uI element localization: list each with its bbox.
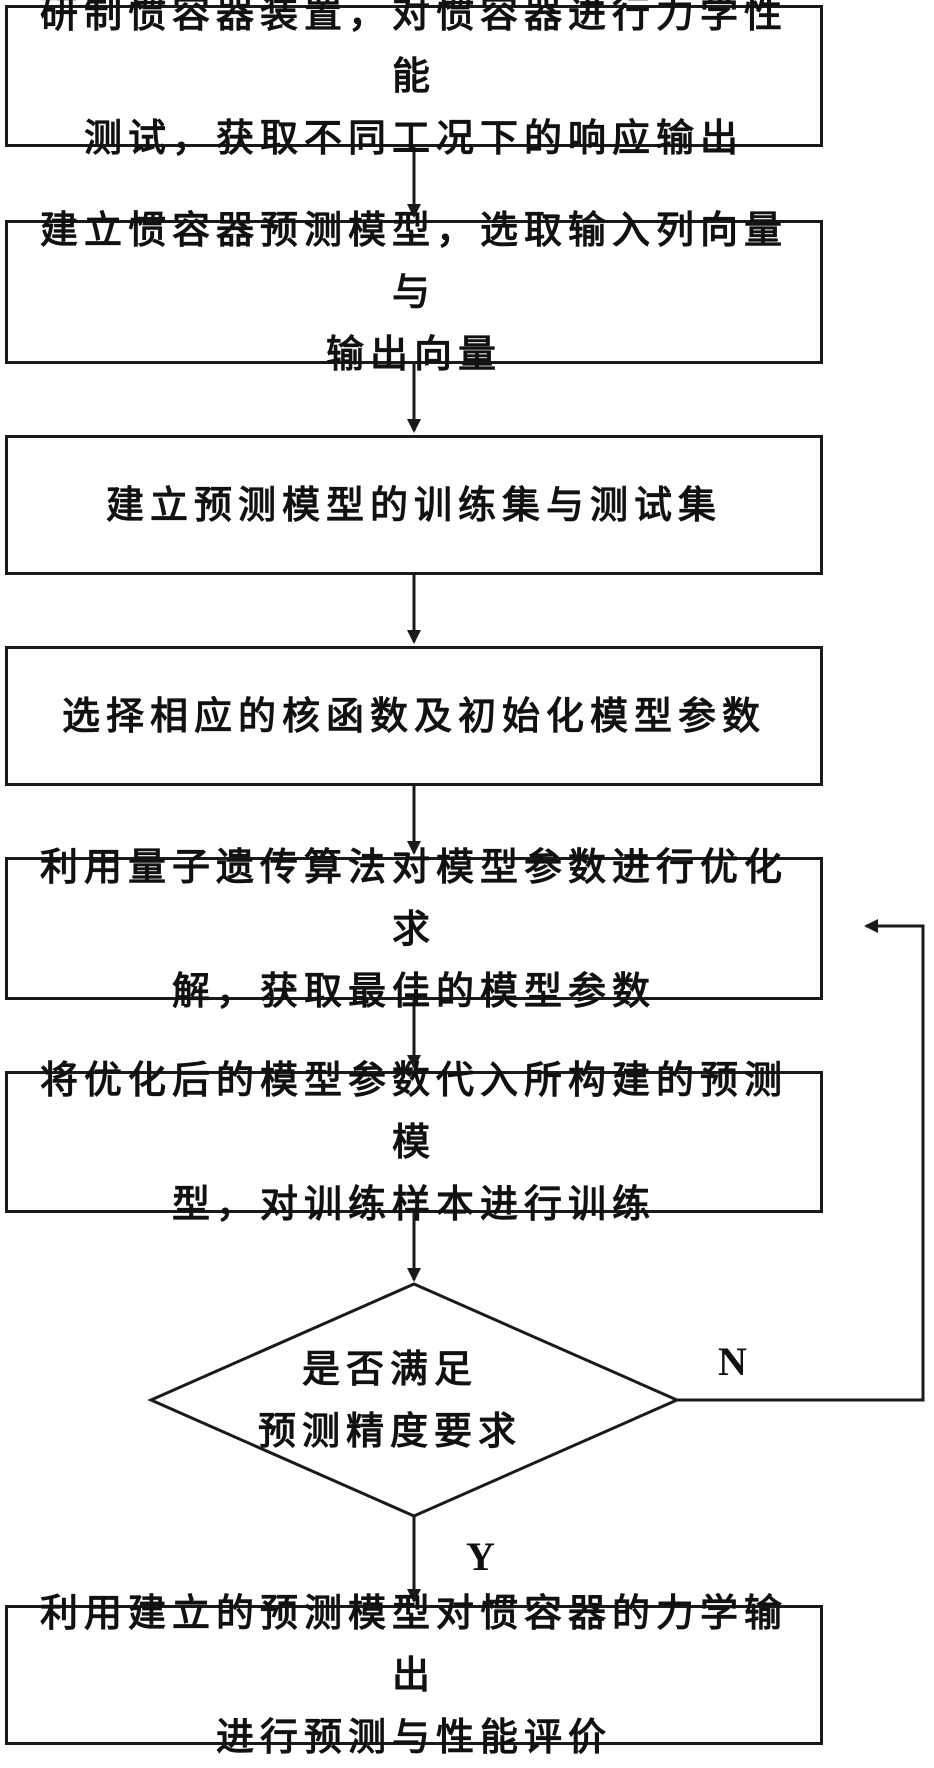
step-4-line-1: 选择相应的核函数及初始化模型参数: [62, 685, 766, 747]
step-2-line-1: 建立惯容器预测模型，选取输入列向量与: [22, 199, 806, 323]
decision-text: 是否满足 预测精度要求: [190, 1330, 590, 1470]
step-2-box: 建立惯容器预测模型，选取输入列向量与 输出向量: [5, 220, 823, 364]
final-step-line-1: 利用建立的预测模型对惯容器的力学输出: [22, 1582, 806, 1706]
final-step-line-2: 进行预测与性能评价: [22, 1706, 806, 1768]
final-step-box: 利用建立的预测模型对惯容器的力学输出 进行预测与性能评价: [5, 1605, 823, 1745]
step-1-box: 研制惯容器装置，对惯容器进行力学性能 测试，获取不同工况下的响应输出: [5, 5, 823, 147]
step-5-line-2: 解，获取最佳的模型参数: [22, 960, 806, 1022]
yes-label: Y: [466, 1533, 495, 1580]
step-4-box: 选择相应的核函数及初始化模型参数: [5, 646, 823, 786]
step-5-box: 利用量子遗传算法对模型参数进行优化求 解，获取最佳的模型参数: [5, 857, 823, 1000]
decision-line-2: 预测精度要求: [258, 1400, 522, 1462]
step-2-line-2: 输出向量: [22, 323, 806, 385]
step-5-line-1: 利用量子遗传算法对模型参数进行优化求: [22, 836, 806, 960]
no-label: N: [718, 1338, 747, 1385]
step-1-line-2: 测试，获取不同工况下的响应输出: [22, 107, 806, 169]
step-6-line-2: 型，对训练样本进行训练: [22, 1173, 806, 1235]
step-1-line-1: 研制惯容器装置，对惯容器进行力学性能: [22, 0, 806, 107]
step-6-line-1: 将优化后的模型参数代入所构建的预测模: [22, 1049, 806, 1173]
step-3-box: 建立预测模型的训练集与测试集: [5, 435, 823, 575]
decision-line-1: 是否满足: [302, 1338, 478, 1400]
step-3-line-1: 建立预测模型的训练集与测试集: [106, 474, 722, 536]
step-6-box: 将优化后的模型参数代入所构建的预测模 型，对训练样本进行训练: [5, 1071, 823, 1213]
